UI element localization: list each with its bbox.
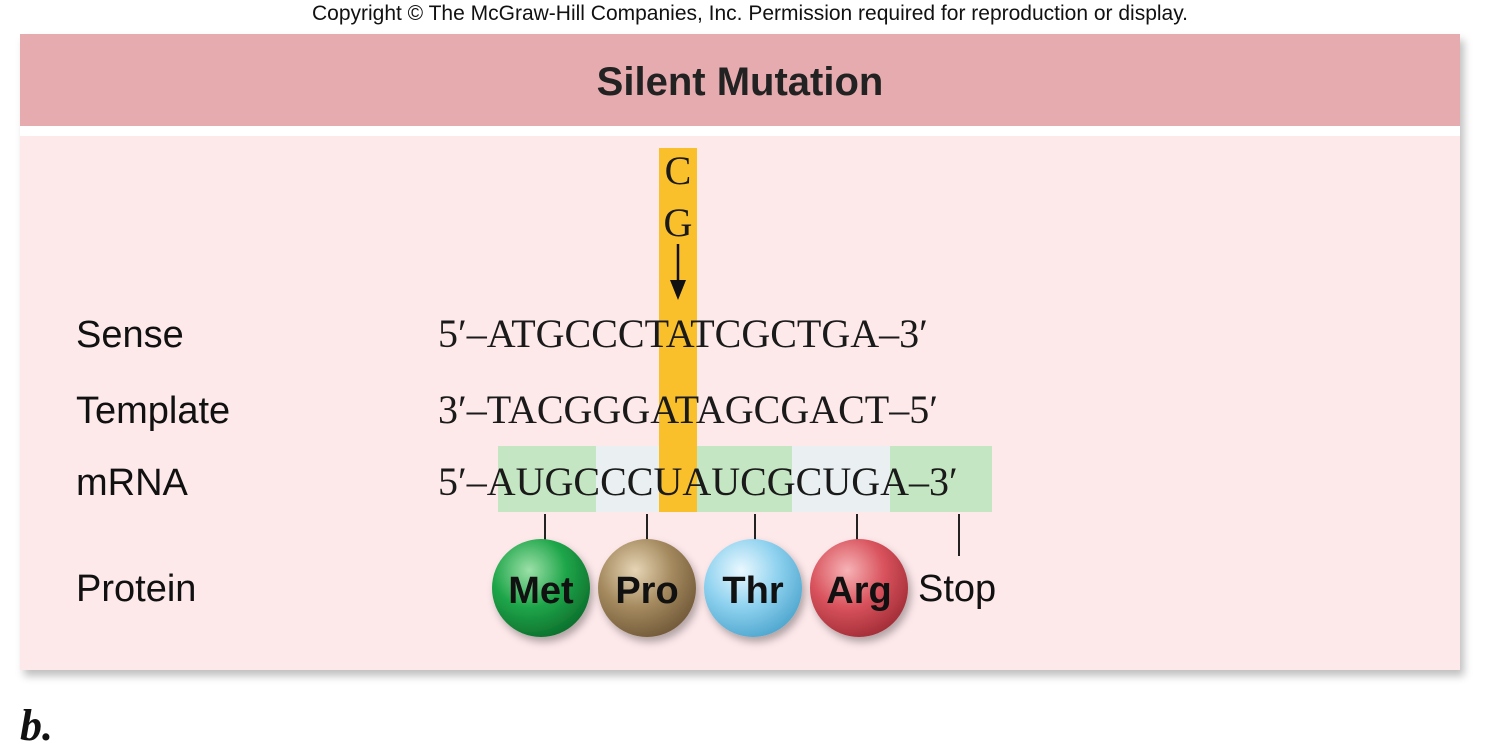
figure-panel-letter: b. (20, 701, 53, 750)
row-label-protein: Protein (76, 568, 197, 610)
codon-box-4 (792, 446, 890, 512)
title-bar (20, 34, 1460, 126)
title-divider (20, 126, 1460, 136)
copyright-notice: Copyright © The McGraw-Hill Companies, I… (311, 2, 1189, 25)
amino-acid-label: Pro (615, 570, 678, 612)
amino-acid-label: Arg (826, 570, 891, 612)
amino-acid-thr: Thr (704, 539, 802, 637)
mutation-arrow (670, 244, 686, 300)
amino-acid-met: Met (492, 539, 590, 637)
mutation-highlight (659, 148, 697, 512)
mutation-base-original: C (665, 148, 692, 193)
amino-acid-label: Met (508, 570, 574, 612)
mutation-base-complement: G (664, 200, 693, 245)
row-label-template: Template (76, 390, 231, 432)
codon-box-1 (498, 446, 596, 512)
sense-strand-sequence: 5′–ATGCCCTATCGCTGA–3′ (438, 311, 928, 356)
template-strand-sequence: 3′–TACGGGATAGCGACT–5′ (438, 387, 938, 432)
amino-acid-pro: Pro (598, 539, 696, 637)
codon-connectors (544, 514, 960, 556)
diagram-title: Silent Mutation (596, 60, 884, 104)
row-label-mrna: mRNA (76, 462, 188, 504)
mrna-sequence: 5′–AUGCCCUAUCGCUGA–3′ (438, 459, 958, 504)
stop-codon-label: Stop (918, 568, 997, 610)
codon-box-5 (890, 446, 992, 512)
codon-boxes (498, 446, 992, 512)
row-label-sense: Sense (76, 314, 184, 356)
amino-acid-arg: Arg (810, 539, 908, 637)
amino-acid-chain: Met Pro Thr Arg (492, 539, 908, 637)
amino-acid-label: Thr (722, 570, 783, 612)
codon-box-3 (694, 446, 792, 512)
